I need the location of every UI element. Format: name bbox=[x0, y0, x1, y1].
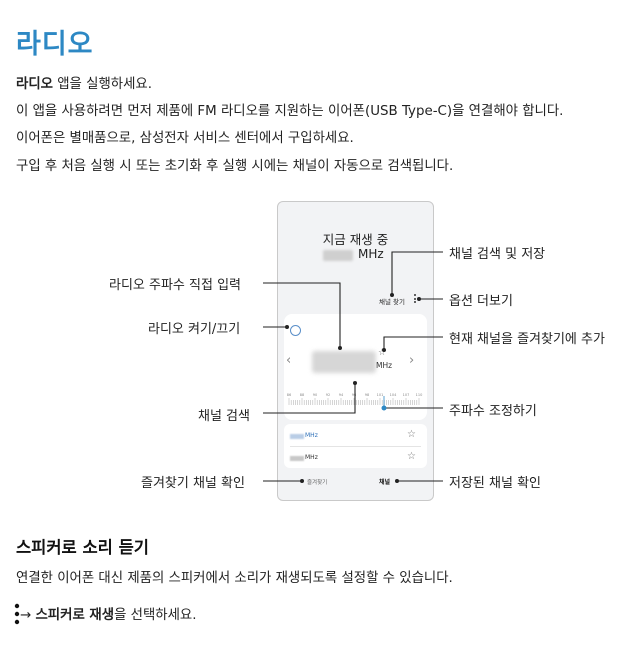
now-playing-label: 지금 재생 중 bbox=[322, 232, 389, 247]
scale-tick-label: 110 bbox=[416, 393, 423, 397]
scale-tick-label: 96 bbox=[352, 393, 356, 397]
scale-tick-label: 88 bbox=[300, 393, 304, 397]
paragraph-autoscan: 구입 후 처음 실행 시 또는 초기화 후 실행 시에는 채널이 자동으로 검색… bbox=[16, 159, 454, 174]
current-frequency-blurred bbox=[323, 250, 353, 261]
callout-more-options: 옵션 더보기 bbox=[449, 294, 513, 309]
app-name: 라디오 bbox=[16, 77, 53, 92]
scale-tick-label: 92 bbox=[326, 393, 330, 397]
chevron-left-icon[interactable]: ‹ bbox=[286, 353, 292, 368]
list-item-frequency-blurred bbox=[290, 456, 304, 461]
callout-channel-search: 채널 검색 bbox=[198, 409, 250, 424]
callout-tune: 주파수 조정하기 bbox=[449, 404, 537, 419]
scale-tick-label: 90 bbox=[313, 393, 317, 397]
scale-tick-label: 104 bbox=[390, 393, 397, 397]
scan-channels-button[interactable]: 채널 찾기 bbox=[379, 298, 405, 306]
now-playing-mhz: MHz bbox=[358, 247, 384, 261]
instruction-option: 스피커로 재생 bbox=[35, 608, 115, 623]
more-options-icon[interactable] bbox=[414, 294, 418, 305]
callout-check-saved: 저장된 채널 확인 bbox=[449, 476, 541, 491]
tab-favorites[interactable]: 즐겨찾기 bbox=[307, 480, 328, 486]
instruction-text: 을 선택하세요. bbox=[114, 608, 197, 623]
list-item-frequency-blurred bbox=[290, 434, 304, 439]
launch-text: 앱을 실행하세요. bbox=[52, 77, 152, 92]
radio-phone-screen: 지금 재생 중 MHz 채널 찾기 ‹ ☆ MHz › 86 88 90 92 94 96… bbox=[277, 201, 434, 501]
scale-tick-label: 107 bbox=[403, 393, 410, 397]
power-icon[interactable] bbox=[290, 325, 301, 336]
paragraph-launch: 라디오 앱을 실행하세요. bbox=[16, 76, 152, 94]
callout-check-favorites: 즐겨찾기 채널 확인 bbox=[141, 476, 245, 491]
chevron-right-icon[interactable]: › bbox=[409, 353, 415, 368]
scale-tick-label: 86 bbox=[287, 393, 291, 397]
list-item-mhz[interactable]: MHz bbox=[305, 432, 318, 439]
star-icon[interactable]: ☆ bbox=[407, 451, 416, 462]
tuner-mhz-label: MHz bbox=[376, 361, 393, 370]
instruction-arrow: → bbox=[20, 608, 36, 623]
star-icon[interactable]: ☆ bbox=[407, 429, 416, 440]
scale-tick-label: 98 bbox=[365, 393, 369, 397]
callout-power: 라디오 켜기/끄기 bbox=[148, 322, 241, 337]
star-icon[interactable]: ☆ bbox=[378, 348, 387, 358]
paragraph-purchase: 이어폰은 별매품으로, 삼성전자 서비스 센터에서 구입하세요. bbox=[16, 131, 354, 146]
instruction-speaker: → 스피커로 재생을 선택하세요. bbox=[14, 603, 197, 625]
tab-saved-channels[interactable]: 채널 bbox=[379, 479, 391, 486]
list-item-mhz[interactable]: MHz bbox=[305, 454, 318, 461]
page-title: 라디오 bbox=[16, 29, 94, 60]
paragraph-speaker: 연결한 이어폰 대신 제품의 스피커에서 소리가 재생되도록 설정할 수 있습니… bbox=[16, 571, 453, 586]
scale-tick-label: 101 bbox=[377, 393, 384, 397]
scale-tick-label: 94 bbox=[339, 393, 344, 397]
callout-scan-save: 채널 검색 및 저장 bbox=[449, 247, 546, 262]
frequency-scale[interactable]: 86 88 90 92 94 96 98 101 104 107 110 bbox=[286, 392, 426, 406]
paragraph-earphone: 이 앱을 사용하려면 먼저 제품에 FM 라디오를 지원하는 이어폰(USB T… bbox=[16, 104, 564, 119]
section-heading-speaker: 스피커로 소리 듣기 bbox=[16, 538, 149, 557]
list-divider bbox=[290, 446, 421, 447]
callout-direct-input: 라디오 주파수 직접 입력 bbox=[109, 278, 241, 293]
more-options-icon bbox=[14, 603, 20, 625]
frequency-input-blurred[interactable] bbox=[312, 351, 376, 373]
callout-add-favorite: 현재 채널을 즐겨찾기에 추가 bbox=[449, 332, 605, 347]
